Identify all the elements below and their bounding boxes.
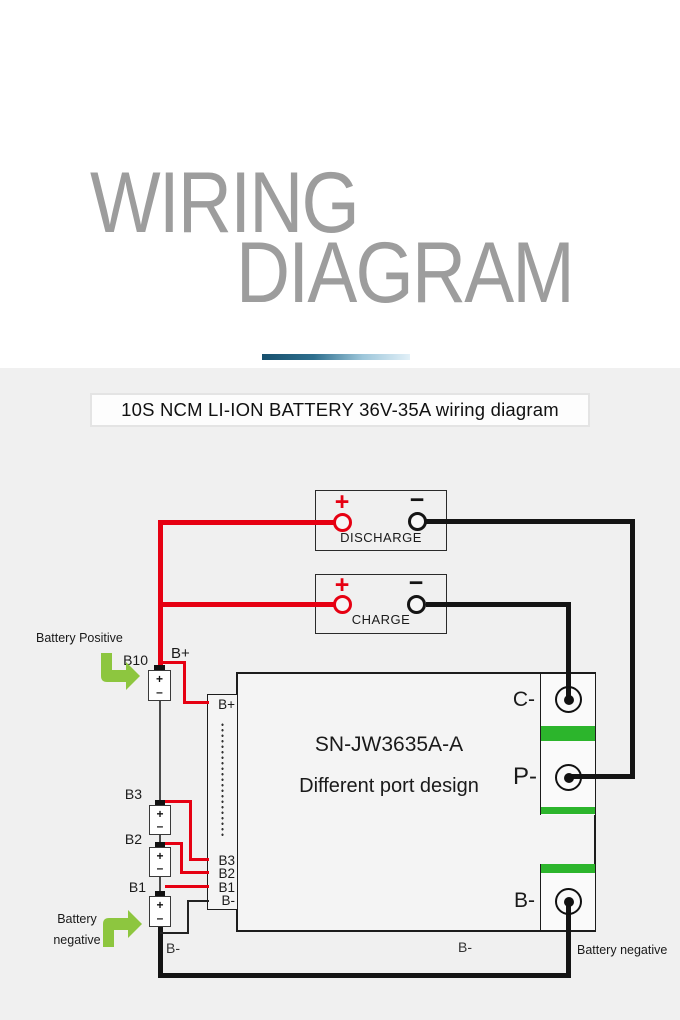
wire-black-b-terminal-vertical	[566, 901, 571, 978]
strip-pin-b3: B3	[218, 853, 235, 868]
battery-b2: + –	[149, 847, 171, 877]
pcb-green-bar-1	[541, 726, 595, 741]
wire-bminus-sense-v	[187, 900, 189, 934]
wire-b2-sense-h2	[180, 871, 209, 874]
battery-b3-label: B3	[124, 786, 142, 802]
battery-b10-plus: +	[155, 672, 163, 686]
b-minus-terminal-dot	[563, 896, 574, 907]
charge-negative-terminal	[407, 595, 426, 614]
battery-b2-terminal-nub	[155, 842, 165, 847]
battery-b3-terminal-nub	[155, 800, 165, 805]
wire-black-to-p-terminal	[568, 774, 630, 779]
board-subtitle: Different port design	[299, 775, 479, 797]
battery-b2-plus: +	[156, 849, 164, 863]
wire-b1-sense-h	[165, 885, 209, 888]
wire-chain-b2-b1	[159, 877, 161, 897]
p-minus-terminal-dot	[563, 772, 574, 783]
wire-red-discharge-horizontal	[158, 520, 335, 525]
battery-negative-annotation-right: Battery negative	[577, 943, 668, 957]
battery-b1-plus: +	[156, 898, 164, 912]
battery-b3-minus: –	[156, 819, 164, 833]
strip-pin-b2: B2	[218, 866, 235, 881]
pcb-green-bar-3	[541, 864, 595, 873]
battery-b10: + –	[148, 670, 171, 701]
wire-black-bottom-horizontal	[158, 973, 571, 978]
battery-b10-minus: –	[156, 685, 163, 699]
bminus-wire-label-center: B-	[458, 939, 472, 955]
terminal-label-b-minus: B-	[514, 889, 535, 912]
wire-bplus-sense-h2	[183, 701, 209, 704]
discharge-negative-terminal	[408, 512, 427, 531]
battery-b1-terminal-nub	[155, 891, 165, 896]
battery-b1: + –	[149, 896, 171, 927]
battery-b1-label: B1	[128, 879, 146, 895]
p-minus-terminal	[555, 764, 582, 791]
pcb-green-bar-2	[541, 807, 595, 814]
discharge-label: DISCHARGE	[340, 530, 422, 545]
charge-plus-sign: +	[334, 571, 350, 599]
hero-divider-bar	[262, 354, 410, 360]
battery-b2-label: B2	[124, 831, 142, 847]
strip-pin-b1: B1	[218, 880, 235, 895]
wire-b3-sense-h1	[165, 800, 192, 803]
banner-title: 10S NCM LI-ION BATTERY 36V-35A wiring di…	[121, 399, 559, 420]
battery-b2-minus: –	[156, 861, 164, 875]
battery-negative-annotation-left: Battery negative	[33, 909, 121, 951]
terminal-label-p-minus: P-	[513, 763, 537, 790]
bms-board	[236, 672, 596, 932]
charge-positive-terminal	[333, 595, 352, 614]
hero-title-line1: WIRING	[90, 155, 360, 251]
terminal-label-c-minus: C-	[512, 688, 535, 711]
hero-title-line2: DIAGRAM	[236, 225, 575, 321]
banner-box: 10S NCM LI-ION BATTERY 36V-35A wiring di…	[90, 393, 590, 427]
wire-b3-sense-h2	[189, 858, 209, 861]
bplus-wire-label: B+	[171, 645, 190, 662]
battery-negative-arrow-icon	[101, 901, 143, 947]
battery-positive-arrow-icon	[99, 653, 141, 697]
battery-b10-label: B10	[123, 652, 148, 668]
wire-b3-sense-v	[189, 800, 192, 861]
wire-black-charge-vertical	[566, 602, 571, 699]
battery-positive-annotation: Battery Positive	[36, 631, 123, 645]
battery-b3: + –	[149, 805, 171, 835]
strip-pin-bminus: B-	[221, 893, 236, 908]
wire-bminus-sense-h1	[188, 900, 209, 902]
wire-red-main-vertical	[158, 520, 163, 668]
wire-black-discharge-horizontal	[426, 519, 635, 524]
wire-black-charge-horizontal	[426, 602, 571, 607]
charge-label: CHARGE	[351, 612, 411, 627]
strip-dotted-line	[221, 722, 224, 838]
wire-black-discharge-vertical	[630, 519, 635, 779]
battery-b1-minus: –	[156, 911, 164, 925]
wire-b2-sense-h1	[165, 842, 183, 845]
bminus-wire-label-left: B-	[166, 940, 180, 956]
wire-bplus-sense-h1	[161, 661, 186, 664]
charge-minus-sign: −	[408, 569, 424, 597]
wire-chain-b10-b3	[159, 700, 161, 805]
discharge-positive-terminal	[333, 513, 352, 532]
wire-chain-b3-b2	[159, 835, 161, 848]
wire-b2-sense-v	[180, 842, 183, 874]
board-model: SN-JW3635A-A	[314, 733, 464, 756]
strip-pin-bplus: B+	[218, 697, 235, 712]
wire-red-charge-horizontal	[158, 602, 335, 607]
discharge-minus-sign: −	[409, 486, 425, 514]
battery-negative-annotation-line2: negative	[53, 933, 101, 947]
c-minus-terminal	[555, 686, 582, 713]
wire-bplus-sense-v	[183, 661, 186, 704]
discharge-plus-sign: +	[334, 488, 350, 516]
wire-bminus-sense-h2	[160, 932, 188, 934]
wire-black-b1-negative-vertical	[158, 927, 163, 978]
battery-b10-terminal-nub	[154, 665, 165, 670]
battery-negative-annotation-line1: Battery	[57, 912, 97, 926]
battery-b3-plus: +	[156, 807, 164, 821]
c-minus-terminal-dot	[563, 694, 574, 705]
b-minus-terminal	[555, 888, 582, 915]
